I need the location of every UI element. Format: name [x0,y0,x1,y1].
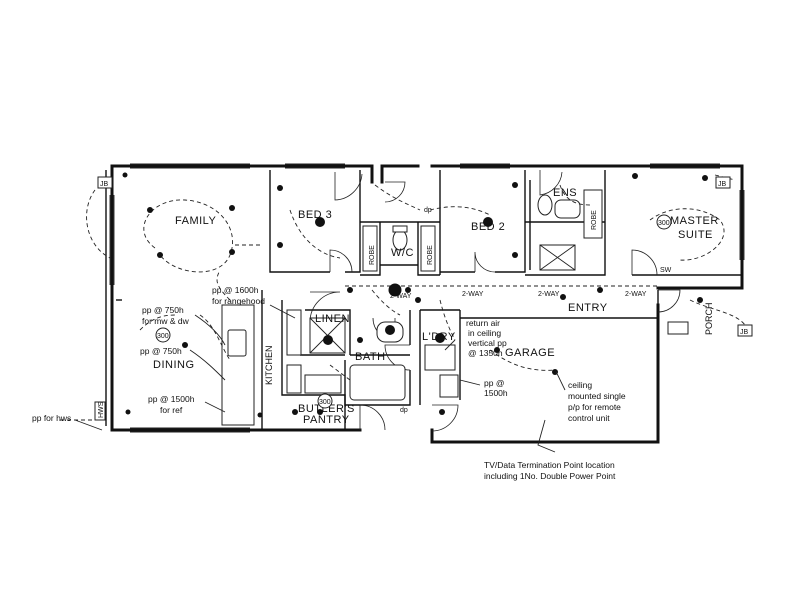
label-wc: W/C [391,247,414,259]
note-return-2: in ceiling [468,328,501,338]
label-robe-3: ROBE [591,210,598,230]
label-bath: BATH [355,351,386,363]
label-ens: ENS [553,187,577,199]
note-mw-2: for mw & dw [142,316,190,326]
label-porch: PORCH [704,302,714,335]
tag-2way-2: 2-WAY [462,291,484,298]
note-mw-1: pp @ 750h [142,305,184,315]
note-return-3: vertical pp [468,338,507,348]
note-rangehood-2: for rangehood [212,296,265,306]
fixtures [221,189,689,426]
room-labels: FAMILY BED 3 W/C BED 2 ENS MASTER SUITE … [153,187,719,426]
tag-300-3: 300 [319,399,331,406]
label-dining: DINING [153,359,195,371]
label-garage: GARAGE [505,347,555,359]
label-bed-2: BED 2 [471,221,505,233]
tag-jb-1: JB [100,181,109,188]
windows [109,163,745,433]
note-tv-2: including 1No. Double Power Point [484,471,616,481]
note-rangehood-1: pp @ 1600h [212,285,259,295]
note-return-4: @ 1350h [468,348,503,358]
label-linen: LINEN [315,313,350,325]
note-leaders [74,304,566,453]
tag-jb-2: JB [718,181,727,188]
label-bed-3: BED 3 [298,209,332,221]
note-dining-pp: pp @ 750h [140,346,182,356]
symbol-tags: JB JB JB HWS 2-WAY 2-WAY 2-WAY 2-WAY SW … [94,176,753,421]
note-return-1: return air [466,318,500,328]
note-ref-1: pp @ 1500h [148,394,195,404]
label-family: FAMILY [175,215,216,227]
tag-300-1: 300 [157,333,169,340]
exterior-walls [105,164,744,444]
tag-dp-2: dp [400,407,408,414]
note-ceiling-3: p/p for remote [568,402,621,412]
label-master-1: MASTER [670,215,719,227]
tag-2way-4: 2-WAY [625,291,647,298]
tag-2way-1: 2-WAY [390,293,412,300]
interior-walls [261,170,742,430]
label-ldry: L'DRY [422,331,456,343]
tag-2way-3: 2-WAY [538,291,560,298]
note-hws: pp for hws [32,413,71,423]
label-kitchen: KITCHEN [264,345,274,385]
label-robe-1: ROBE [369,245,376,265]
tag-300-2: 300 [658,220,670,227]
note-ldry-pp-2: 1500h [484,388,508,398]
annotations: pp @ 1600h for rangehood pp @ 750h for m… [32,285,626,481]
note-ceiling-2: mounted single [568,391,626,401]
tag-dp-1: dp [424,207,432,214]
tag-hws: HWS [98,401,105,418]
label-butlers-2: PANTRY [303,414,350,426]
tag-sw: SW [660,267,672,274]
note-ldry-pp-1: pp @ [484,378,504,388]
note-tv-1: TV/Data Termination Point location [484,460,615,470]
note-ceiling-4: control unit [568,413,610,423]
light-points [122,172,708,418]
label-butlers-1: BUTLER'S [298,403,355,415]
label-robe-2: ROBE [427,245,434,265]
label-master-2: SUITE [678,229,713,241]
note-ceiling-1: ceiling [568,380,592,390]
note-ref-2: for ref [160,405,183,415]
tag-jb-3: JB [740,329,749,336]
label-entry: ENTRY [568,302,608,314]
doors [309,170,681,432]
